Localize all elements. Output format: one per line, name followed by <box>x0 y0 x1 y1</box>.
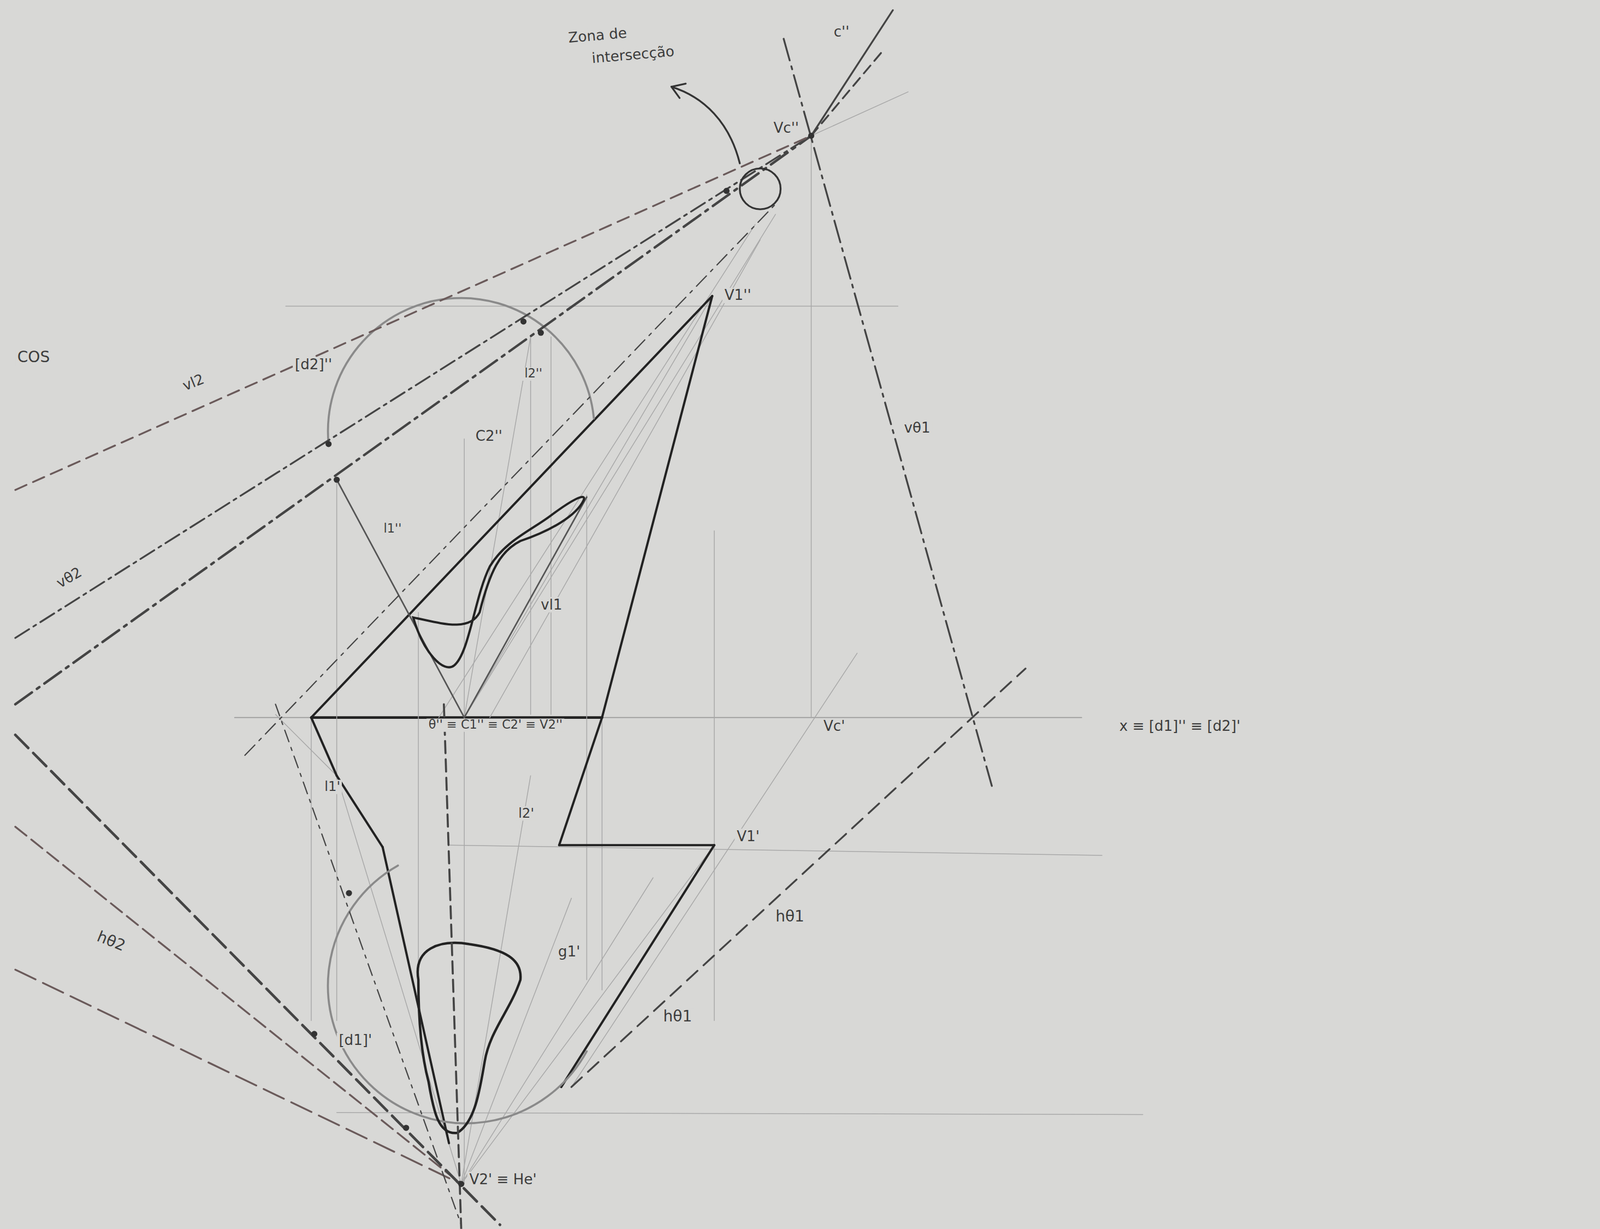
drawing-label: [d1]' <box>336 1032 375 1049</box>
drawing-label: g1' <box>555 943 583 960</box>
drawing-label: l2'' <box>522 367 545 382</box>
drawing-label: Vc' <box>821 718 847 734</box>
drawing-label: COS <box>15 348 52 366</box>
drawing-label: x ≡ [d1]'' ≡ [d2]' <box>1117 718 1243 734</box>
drawing-label: c'' <box>831 24 852 41</box>
drawing-label: Vc'' <box>771 120 802 136</box>
drawing-label: l2' <box>516 806 537 821</box>
drawing-label: hθ1 <box>773 908 807 926</box>
drawing-label: vθ1 <box>902 420 933 437</box>
drawing-label: hθ2 <box>92 927 130 956</box>
drawing-label: l1' <box>322 779 342 795</box>
drawing-label: θ'' ≡ C1'' ≡ C2' ≡ V2'' <box>426 718 565 732</box>
drawing-label: hθ1 <box>661 1008 695 1025</box>
drawing-label: intersecção <box>589 43 678 68</box>
drawing-label: vl2 <box>178 370 209 395</box>
drawing-label: V1' <box>734 828 762 845</box>
drawing-label: Zona de <box>565 25 630 47</box>
drawing-label: vl1 <box>538 596 565 613</box>
drawing-label: C2'' <box>473 428 505 445</box>
drawing-label: V1'' <box>722 287 754 304</box>
drawing-label: l1'' <box>381 522 404 537</box>
drawing-label: [d2]'' <box>292 357 335 373</box>
drawing-label: vθ2 <box>52 563 87 593</box>
drawing-label: V2' ≡ He' <box>467 1171 539 1188</box>
